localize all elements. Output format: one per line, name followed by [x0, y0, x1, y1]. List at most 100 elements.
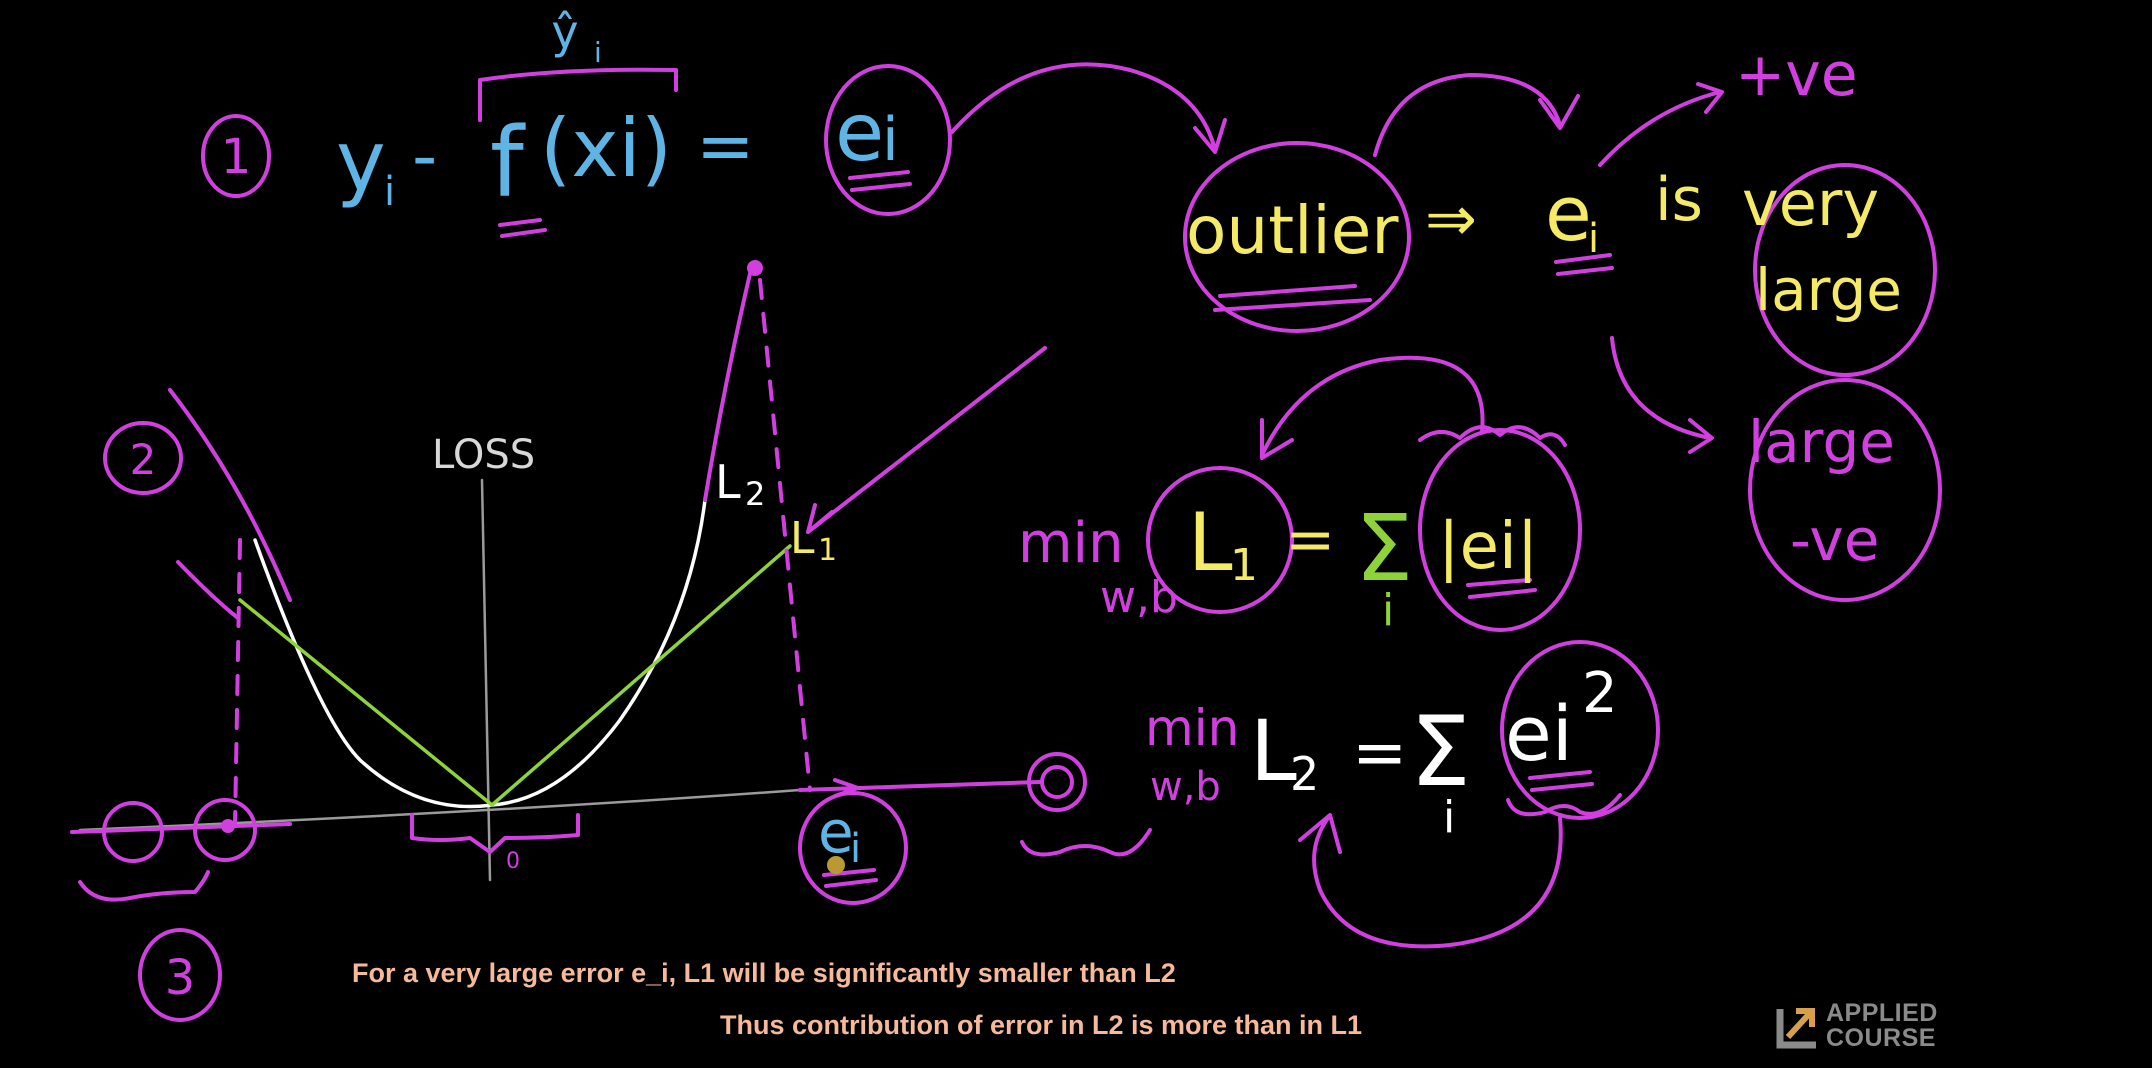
positive-label: +ve	[1735, 40, 1858, 110]
l2-sum: Σ	[1410, 696, 1471, 808]
logo-mark-icon	[1776, 1008, 1816, 1049]
left-magenta-stroke	[176, 560, 240, 620]
min-l2-label: min	[1145, 699, 1239, 757]
caption-line-2: Thus contribution of error in L2 is more…	[720, 1010, 1363, 1040]
outlier-to-ei-arrow	[1373, 73, 1580, 157]
large-label: large	[1755, 256, 1902, 324]
l1-name: L	[1188, 496, 1233, 589]
outlier-underline	[1213, 284, 1372, 312]
l1-curve-subscript: 1	[818, 533, 837, 568]
step-1-number: 1	[221, 129, 252, 185]
step-3-number: 3	[165, 950, 196, 1006]
l1-name-subscript: 1	[1230, 540, 1258, 591]
step-3-circle	[138, 928, 222, 1022]
negative-label: -ve	[1790, 506, 1879, 574]
l2-term-power: 2	[1582, 661, 1618, 726]
step-2-circle	[103, 421, 183, 495]
l1-absolute-line	[238, 544, 792, 807]
l1-term: |ei|	[1438, 510, 1538, 584]
eq-error-e: e	[835, 86, 884, 179]
ei-axis-label: e	[818, 798, 854, 866]
l1-sum: Σ	[1355, 495, 1413, 602]
l2-term-circle	[1500, 640, 1660, 820]
ei-top-underline	[848, 170, 912, 192]
outlier-label: outlier	[1186, 192, 1399, 269]
l2-equals: =	[1352, 714, 1407, 791]
yhat-label: ŷ	[551, 5, 578, 59]
ei-to-outlier-arrow	[950, 62, 1227, 154]
l2-parabola	[253, 498, 707, 809]
ei-axis-circle	[798, 791, 908, 905]
ei-right-underline	[1554, 253, 1614, 276]
outlier-circle	[1183, 141, 1411, 333]
origin-brace	[410, 813, 580, 854]
min-l1-label: min	[1018, 511, 1124, 576]
eq-error-subscript: i	[882, 105, 899, 175]
origin-zero-label: 0	[506, 849, 520, 874]
outlier-point-outer	[1027, 752, 1087, 812]
l2-curve-subscript: 2	[745, 475, 765, 513]
caption-line-1: For a very large error e_i, L1 will be s…	[352, 958, 1176, 988]
eq-minus: -	[412, 115, 437, 197]
large-negative-label: large	[1748, 408, 1895, 476]
outlier-point-inner	[1040, 765, 1074, 799]
l2-drop-dashed	[758, 278, 812, 792]
l2-term-underline	[1528, 770, 1594, 792]
error-axis-magenta-right	[858, 780, 1042, 790]
l1-sum-index: i	[1382, 585, 1394, 636]
l1-term-underline	[1466, 578, 1537, 599]
l2-top-point	[747, 260, 763, 276]
l1-equals: =	[1285, 505, 1335, 575]
left-point-2-dot	[221, 819, 235, 833]
min-l1-subscript: w,b	[1100, 572, 1178, 623]
eq-argument: (xi)	[540, 102, 672, 195]
logo-line-1: APPLIED	[1826, 999, 1938, 1027]
step-1-circle	[201, 114, 271, 198]
min-l2-subscript: w,b	[1150, 764, 1221, 810]
eq-y: y	[336, 112, 386, 210]
left-brace	[78, 870, 210, 902]
logo-line-2: COURSE	[1826, 1024, 1936, 1052]
l1-circle	[1146, 466, 1294, 614]
f-underline	[498, 218, 547, 238]
ei-top-circle	[824, 64, 952, 216]
very-label: very	[1742, 167, 1879, 240]
error-axis	[78, 788, 802, 832]
applied-course-logo: APPLIED COURSE	[1776, 999, 1946, 1055]
l2-magenta-extension	[168, 263, 754, 602]
l2-loop-arrow	[1298, 813, 1563, 949]
l2-term-brace	[1506, 793, 1622, 817]
left-point-1	[102, 801, 164, 863]
eq-f: f	[490, 107, 526, 219]
eq-equals: =	[696, 105, 755, 187]
arrow-to-positive	[1598, 82, 1724, 167]
is-label: is	[1655, 165, 1703, 235]
l2-name-subscript: 2	[1290, 747, 1319, 801]
l1-term-circle	[1418, 428, 1582, 632]
l2-term: ei	[1505, 689, 1573, 778]
very-large-circle	[1753, 163, 1937, 377]
step-2-number: 2	[130, 435, 157, 484]
l2-curve-label: L	[715, 455, 741, 509]
l1-term-squiggle	[1418, 425, 1567, 447]
loss-axis	[480, 478, 492, 882]
l2-sum-index: i	[1443, 792, 1455, 843]
outlier-e: e	[1545, 169, 1592, 258]
right-brace	[1020, 828, 1152, 857]
yhat-bracket	[478, 67, 678, 122]
left-point-2	[193, 798, 257, 862]
ei-axis-subscript: i	[850, 826, 861, 872]
implies-symbol: ⇒	[1425, 182, 1477, 255]
l1-curve-label: L	[790, 513, 815, 564]
left-drop-dashed	[233, 538, 242, 827]
large-negative-circle	[1748, 378, 1942, 602]
large-e-pointer-arrow	[806, 346, 1047, 534]
eq-y-subscript: i	[384, 169, 395, 215]
yhat-subscript: i	[594, 36, 602, 69]
cursor-dot	[827, 856, 845, 874]
loss-axis-label: LOSS	[432, 432, 535, 478]
outlier-e-subscript: i	[1588, 216, 1599, 262]
l1-back-arrow	[1260, 355, 1485, 460]
ei-axis-underline	[822, 868, 878, 888]
